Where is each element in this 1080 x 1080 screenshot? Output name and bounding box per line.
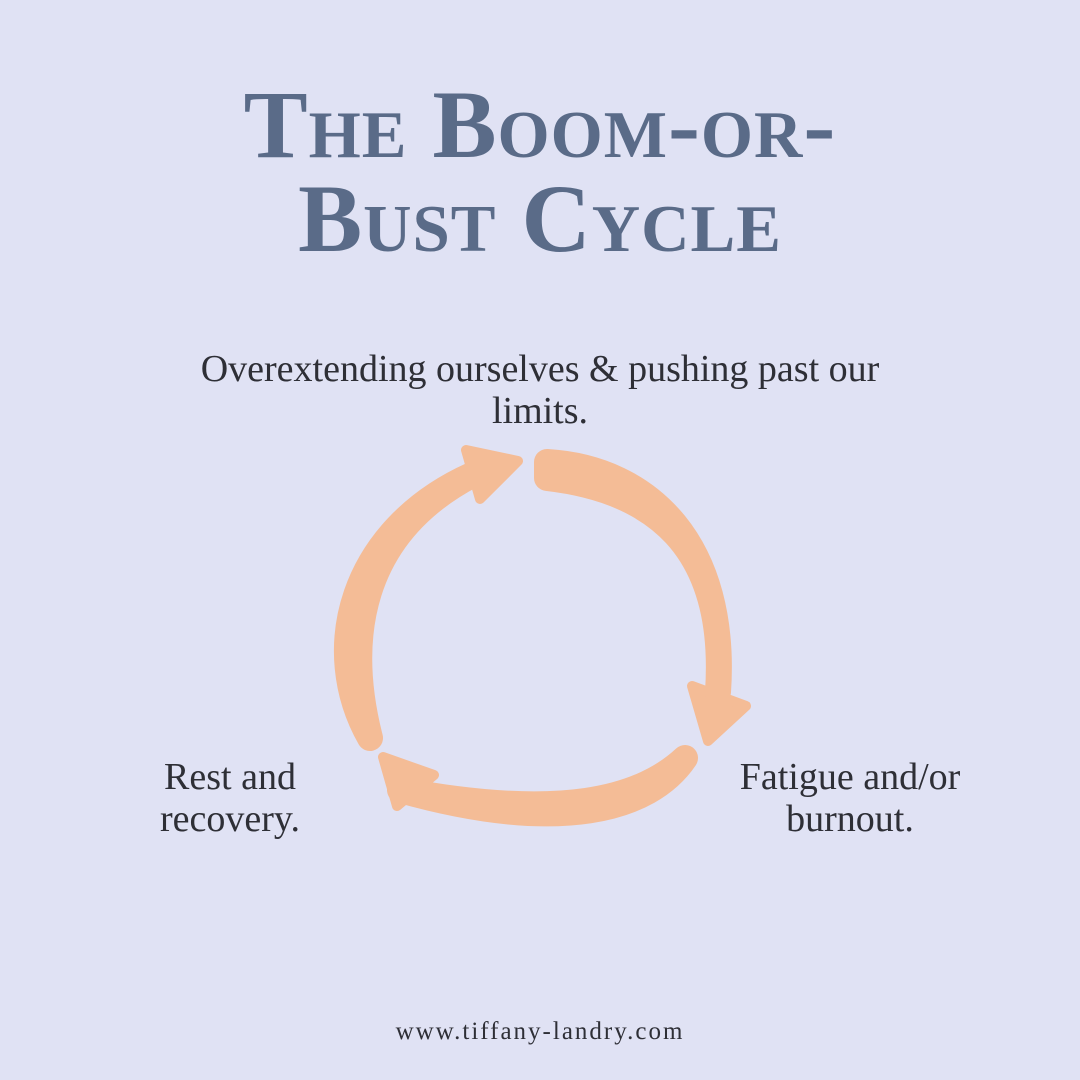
title-line-1: The Boom-or- [243, 71, 837, 178]
arrow-bust-to-recovery [387, 745, 698, 827]
title-line-2: Bust Cycle [298, 165, 782, 272]
arrowhead-recovery [378, 752, 439, 811]
stage-label-bust: Fatigue and/or burnout. [739, 756, 961, 840]
arrow-recovery-to-boom [333, 462, 485, 751]
website-footer: www.tiffany-landry.com [395, 1018, 685, 1045]
stage-label-boom: Overextending ourselves & pushing past o… [200, 348, 880, 432]
diagram-title: The Boom-or- Bust Cycle [0, 71, 1080, 272]
arrow-boom-to-bust [534, 449, 732, 705]
arrowhead-boom [461, 445, 523, 504]
stage-label-recovery: Rest and recovery. [160, 756, 300, 840]
arrowhead-bust [687, 681, 751, 746]
